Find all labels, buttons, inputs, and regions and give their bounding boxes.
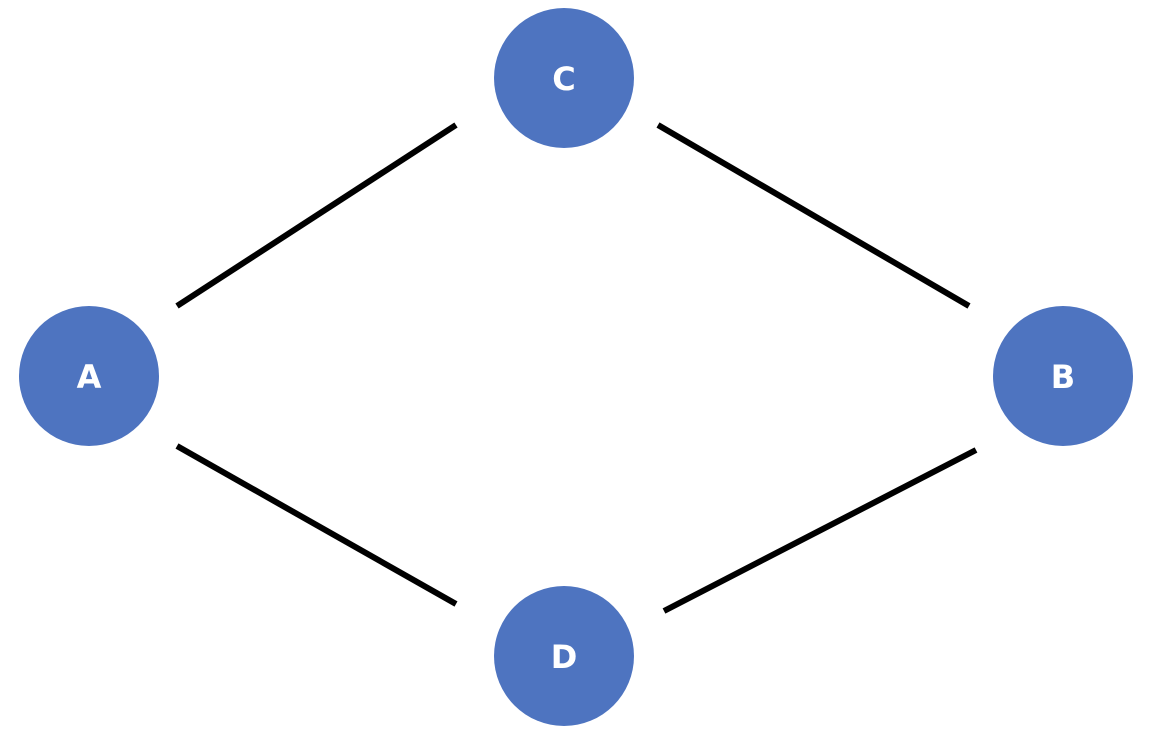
node-c: C — [494, 8, 634, 148]
node-a: A — [19, 306, 159, 446]
node-c-circle — [494, 8, 634, 148]
edge-c-b — [656, 122, 971, 309]
node-d-circle — [494, 586, 634, 726]
node-b: B — [993, 306, 1133, 446]
node-b-label: B — [1051, 358, 1075, 396]
edge-d-b — [662, 447, 978, 614]
node-d-label: D — [551, 638, 578, 676]
node-c-label: C — [552, 60, 575, 98]
edge-a-d — [175, 443, 458, 607]
node-d: D — [494, 586, 634, 726]
node-a-circle — [19, 306, 159, 446]
edge-a-c — [175, 122, 458, 309]
node-a-label: A — [77, 358, 102, 396]
node-b-circle — [993, 306, 1133, 446]
